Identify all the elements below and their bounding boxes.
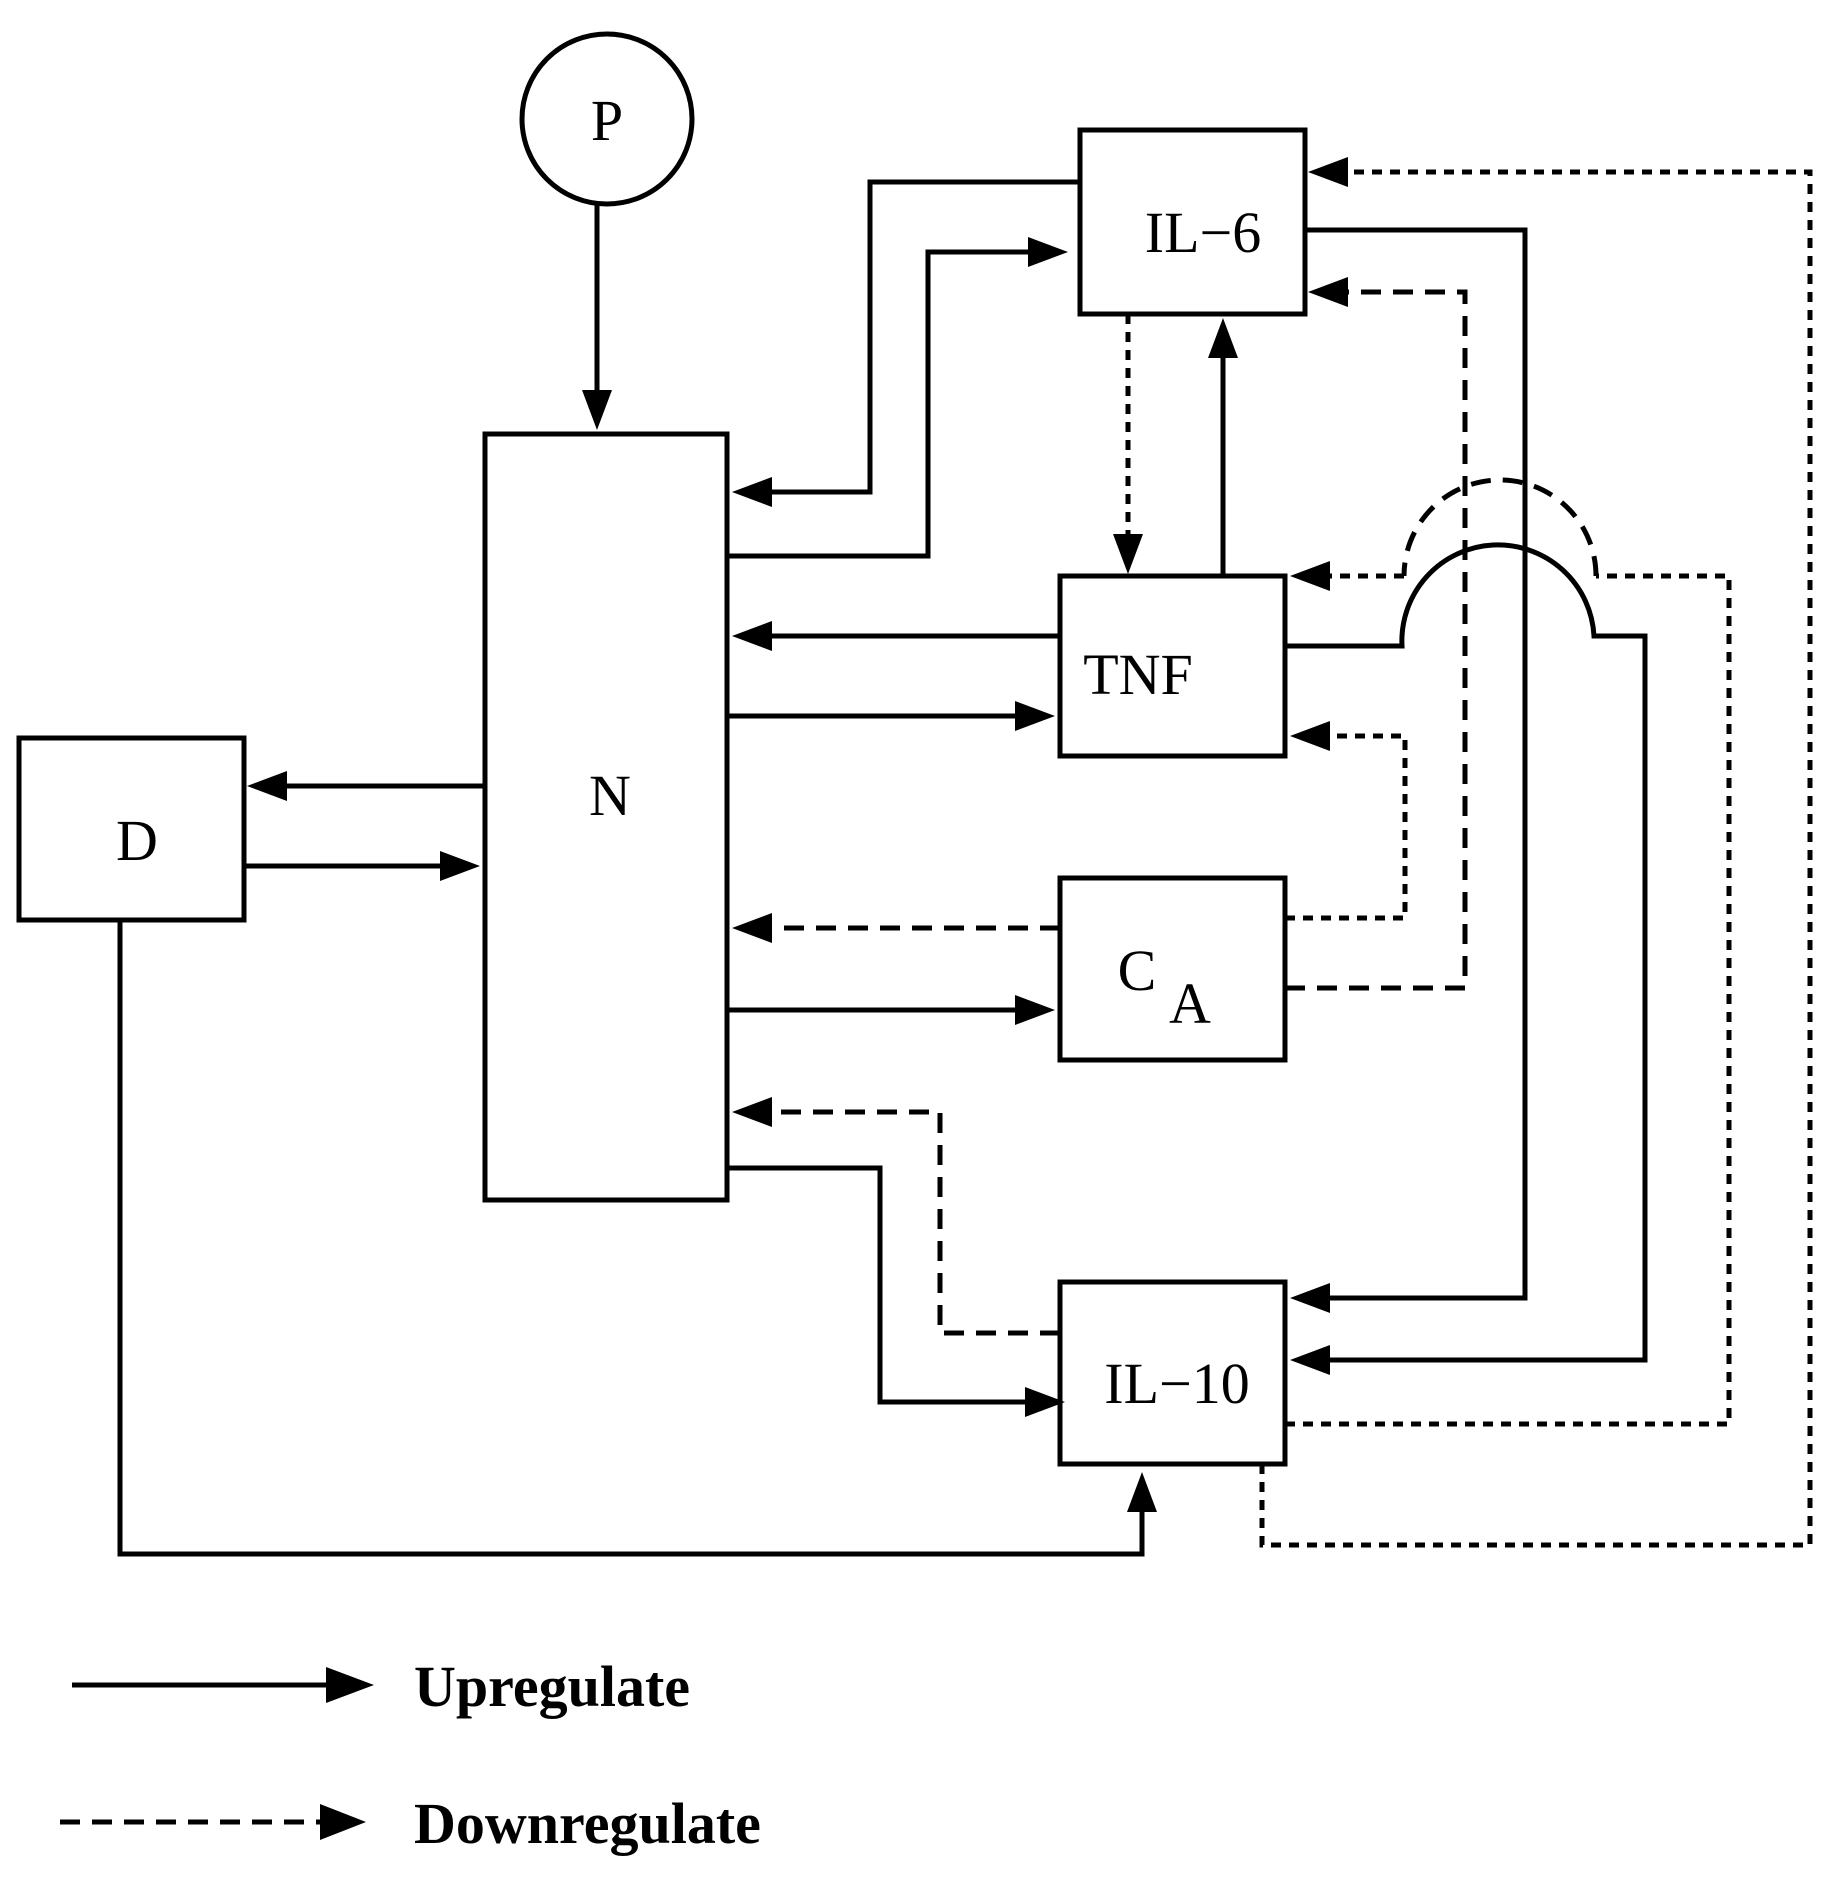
- arrowhead-ca-to-tnf: [1290, 721, 1330, 751]
- edge-d-to-il10: [117, 920, 1145, 1557]
- legend-solid-arrowhead: [326, 1667, 374, 1703]
- arrowhead-d-to-il10: [1127, 1472, 1157, 1512]
- edge-ca-to-tnf: [1285, 733, 1408, 921]
- arrowhead-tnf-to-il6: [1208, 318, 1238, 358]
- arrowhead-il10-to-il6: [1308, 157, 1348, 187]
- legend: Upregulate Downregulate: [60, 1654, 761, 1856]
- arrowhead-n-to-il10: [1025, 1387, 1065, 1417]
- arrowhead-n-to-d: [247, 771, 287, 801]
- edge-n-to-il10: [727, 1165, 1030, 1405]
- node-tnf: TNF: [1057, 573, 1288, 759]
- edge-n-to-il6: [727, 249, 1035, 559]
- node-d-label: D: [116, 808, 158, 873]
- arrowhead-n-to-il6: [1028, 237, 1068, 267]
- edge-il10-to-tnf-hop: [1401, 477, 1599, 577]
- arrowhead-ca-to-il6: [1308, 277, 1348, 307]
- edge-il6-to-il10: [1305, 227, 1528, 1301]
- legend-dashed-arrowhead: [320, 1804, 366, 1840]
- edge-tnf-to-il10: [1285, 542, 1648, 1363]
- node-ca-subscript: A: [1169, 971, 1211, 1036]
- arrowhead-il6-to-n: [732, 477, 772, 507]
- edge-ca-to-il6: [1285, 289, 1468, 991]
- node-p-label: P: [591, 88, 623, 153]
- legend-upregulate-label: Upregulate: [414, 1654, 690, 1719]
- legend-upregulate: Upregulate: [72, 1654, 690, 1719]
- legend-downregulate-label: Downregulate: [414, 1791, 761, 1856]
- edge-il10-to-tnf-lower: [1285, 573, 1732, 1427]
- arrowhead-n-to-tnf: [1015, 701, 1055, 731]
- dashed-edges: [732, 157, 1813, 1548]
- arrowhead-tnf-to-il10: [1290, 1345, 1330, 1375]
- node-ca-label: C: [1118, 938, 1157, 1003]
- node-tnf-label: TNF: [1083, 642, 1193, 707]
- arrowhead-il6-to-il10: [1290, 1283, 1330, 1313]
- node-n: N: [482, 431, 730, 1203]
- arrowhead-il10-to-n: [732, 1097, 772, 1127]
- node-n-label: N: [589, 763, 631, 828]
- solid-edges: [117, 179, 1648, 1557]
- arrowhead-n-to-ca: [1015, 995, 1055, 1025]
- arrowhead-il6-to-tnf: [1113, 534, 1143, 574]
- node-il10-label: IL−10: [1104, 1351, 1249, 1416]
- legend-downregulate: Downregulate: [60, 1791, 761, 1856]
- node-il6: IL−6: [1077, 127, 1308, 317]
- edge-il10-to-n: [765, 1109, 1060, 1336]
- node-d: D: [16, 735, 247, 923]
- arrowhead-il10-to-tnf: [1290, 561, 1330, 591]
- node-p: P: [519, 31, 695, 207]
- node-ca: C A: [1057, 875, 1288, 1063]
- node-il10: IL−10: [1057, 1279, 1288, 1467]
- node-il6-label: IL−6: [1145, 200, 1261, 265]
- arrowhead-d-to-n: [440, 851, 480, 881]
- arrowhead-tnf-to-n: [732, 621, 772, 651]
- arrowhead-p-to-n: [582, 390, 612, 430]
- arrowhead-ca-to-n: [732, 913, 772, 943]
- edge-il6-to-n: [765, 179, 1080, 495]
- edge-il10-to-il6: [1259, 169, 1813, 1548]
